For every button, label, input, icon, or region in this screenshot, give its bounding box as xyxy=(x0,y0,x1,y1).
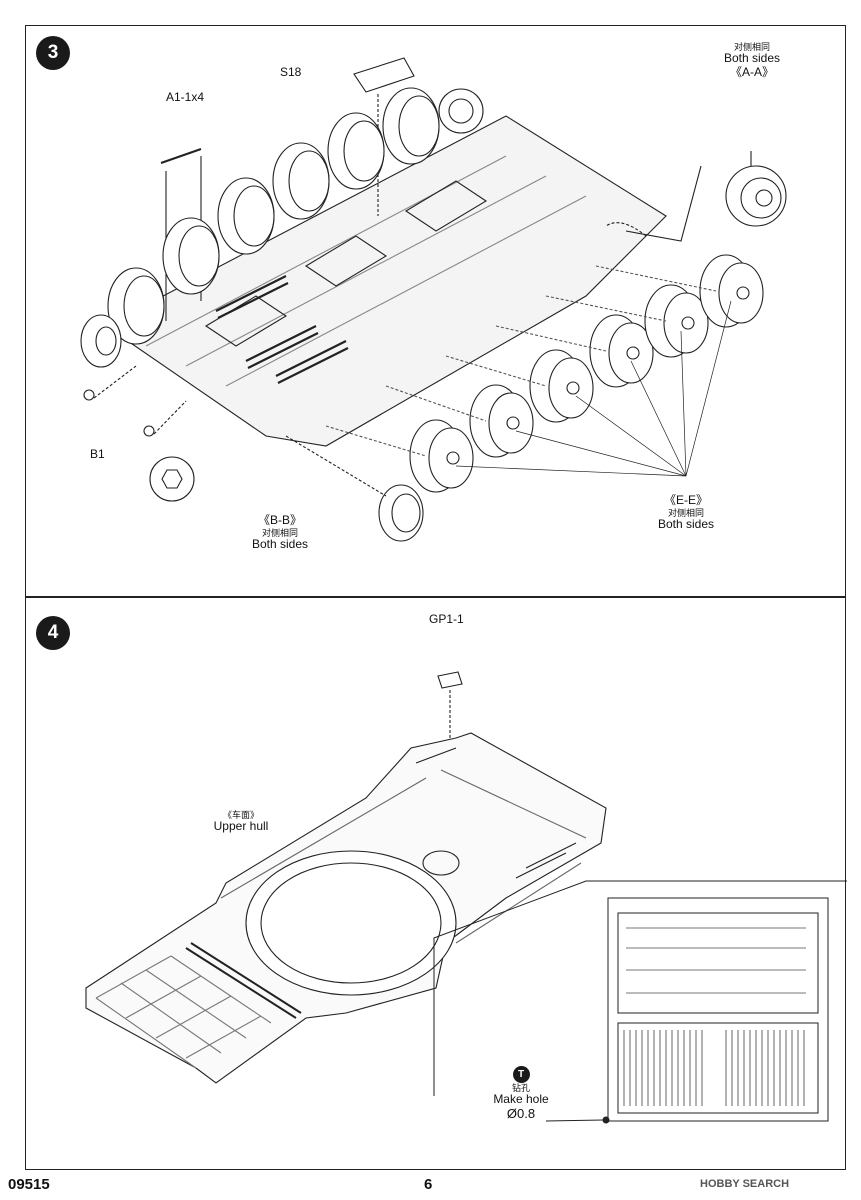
drill-icon: T xyxy=(512,1066,530,1083)
callout-b-b: 《B-B》 对侧相同 Both sides xyxy=(251,513,309,552)
drill-instruction: T 钻孔 Make hole Ø0.8 xyxy=(481,1066,561,1122)
step-number-badge: 4 xyxy=(36,616,70,650)
part-label-s18: S18 xyxy=(280,65,302,79)
part-label-a1: A1-1x4 xyxy=(166,90,205,104)
upper-hull-drawing xyxy=(85,671,847,1124)
part-label-gp1: GP1-1 xyxy=(429,612,464,626)
part-label-b1: B1 xyxy=(90,447,105,461)
product-code: 09515 xyxy=(8,1176,50,1193)
step-3-panel: 3 xyxy=(25,25,846,597)
step-4-panel: 4 xyxy=(25,597,847,1170)
chassis-running-gear-drawing xyxy=(80,57,787,542)
callout-a-a: 对侧相同 Both sides 《A-A》 xyxy=(723,42,781,80)
watermark: HOBBY SEARCH xyxy=(700,1178,790,1190)
upper-hull-label: 《车面》 Upper hull xyxy=(213,810,269,834)
callout-e-e: 《E-E》 对侧相同 Both sides xyxy=(657,493,715,532)
page-number: 6 xyxy=(424,1176,433,1193)
step-number-badge: 3 xyxy=(36,36,70,70)
